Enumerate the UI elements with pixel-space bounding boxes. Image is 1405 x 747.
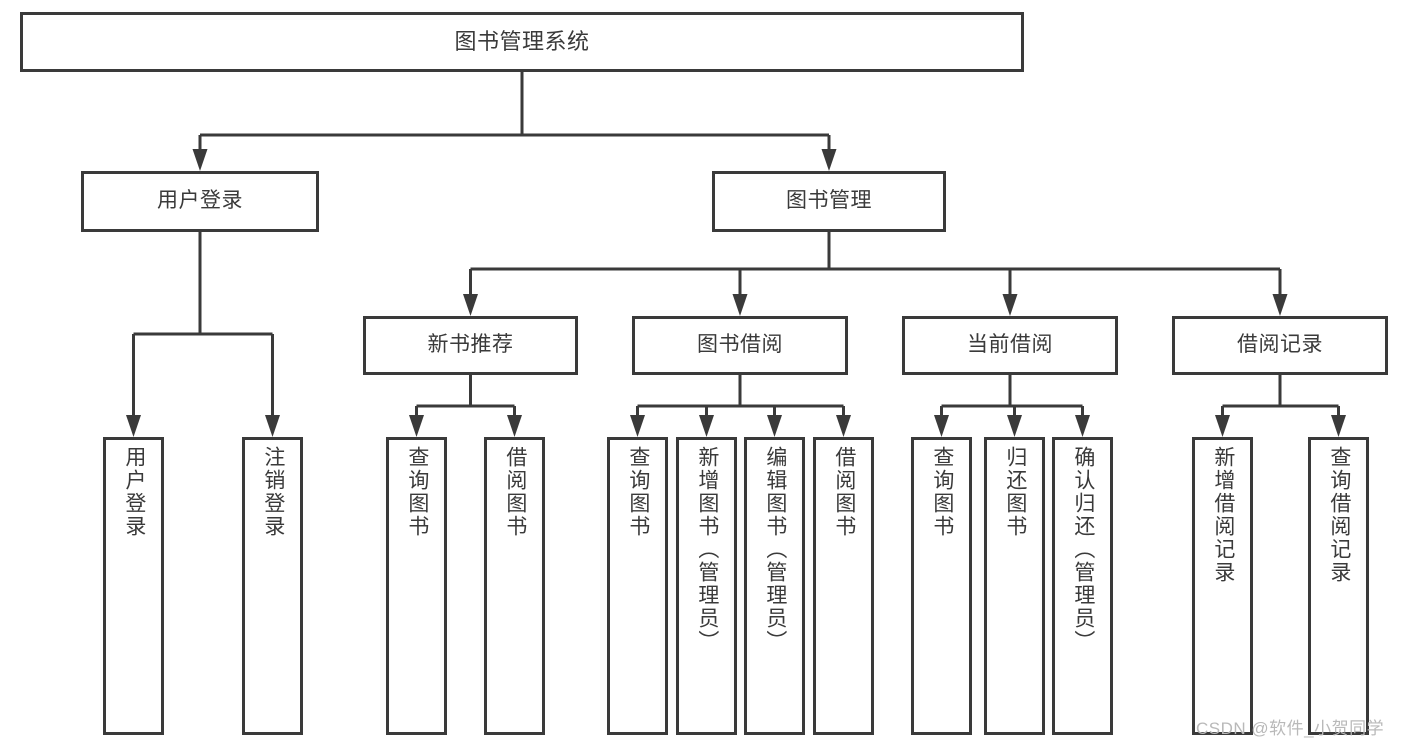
node-label-root: 图书管理系统	[454, 29, 590, 55]
node-leaf-add-book[interactable]: 新增图书（管理员）	[676, 437, 737, 735]
node-borrow-record[interactable]: 借阅记录	[1172, 316, 1388, 375]
node-new-book-rec[interactable]: 新书推荐	[363, 316, 578, 375]
arrowhead-icon-leaf-user-logout	[265, 415, 280, 437]
arrowhead-icon-leaf-borrow-book-1	[507, 415, 522, 437]
node-label-leaf-return-book: 归还图书	[1003, 446, 1027, 538]
node-leaf-query-book-1[interactable]: 查询图书	[386, 437, 447, 735]
node-label-current-borrow: 当前借阅	[967, 333, 1053, 357]
node-book-manage[interactable]: 图书管理	[712, 171, 946, 232]
node-label-leaf-query-book-1: 查询图书	[405, 446, 429, 538]
node-label-leaf-borrow-book-1: 借阅图书	[503, 446, 527, 538]
arrowhead-icon-user-login	[192, 149, 208, 171]
node-label-user-login: 用户登录	[157, 189, 243, 213]
node-label-book-borrow: 图书借阅	[697, 333, 783, 357]
node-label-leaf-borrow-book-2: 借阅图书	[832, 446, 856, 538]
node-leaf-edit-book[interactable]: 编辑图书（管理员）	[744, 437, 805, 735]
node-leaf-return-book[interactable]: 归还图书	[984, 437, 1045, 735]
arrowhead-icon-leaf-query-record	[1331, 415, 1346, 437]
arrowhead-icon-current-borrow	[1002, 294, 1018, 316]
node-leaf-confirm-return[interactable]: 确认归还（管理员）	[1052, 437, 1113, 735]
watermark-text: CSDN @软件_小贺同学	[1196, 719, 1385, 738]
node-label-book-manage: 图书管理	[786, 189, 872, 213]
arrowhead-icon-leaf-return-book	[1007, 415, 1022, 437]
arrowhead-icon-leaf-query-book-2	[630, 415, 645, 437]
node-book-borrow[interactable]: 图书借阅	[632, 316, 848, 375]
node-label-borrow-record: 借阅记录	[1237, 333, 1323, 357]
node-label-leaf-confirm-return: 确认归还（管理员）	[1071, 446, 1095, 653]
node-user-login[interactable]: 用户登录	[81, 171, 319, 232]
arrowhead-icon-leaf-edit-book	[767, 415, 782, 437]
arrowhead-icon-book-borrow	[732, 294, 748, 316]
arrowhead-icon-book-manage	[821, 149, 837, 171]
node-leaf-query-book-3[interactable]: 查询图书	[911, 437, 972, 735]
arrowhead-icon-leaf-add-book	[699, 415, 714, 437]
node-label-new-book-rec: 新书推荐	[427, 333, 514, 357]
arrowhead-icon-leaf-query-book-1	[409, 415, 424, 437]
node-label-leaf-add-record: 新增借阅记录	[1211, 446, 1235, 584]
node-current-borrow[interactable]: 当前借阅	[902, 316, 1118, 375]
node-label-leaf-user-logout: 注销登录	[261, 446, 285, 538]
node-label-leaf-query-book-3: 查询图书	[930, 446, 954, 538]
node-root[interactable]: 图书管理系统	[20, 12, 1024, 72]
node-leaf-query-record[interactable]: 查询借阅记录	[1308, 437, 1369, 735]
node-leaf-query-book-2[interactable]: 查询图书	[607, 437, 668, 735]
arrowhead-icon-leaf-user-login	[126, 415, 141, 437]
node-leaf-borrow-book-2[interactable]: 借阅图书	[813, 437, 874, 735]
node-label-leaf-query-book-2: 查询图书	[626, 446, 650, 538]
node-label-leaf-edit-book: 编辑图书（管理员）	[763, 446, 787, 653]
node-label-leaf-user-login: 用户登录	[122, 446, 146, 538]
arrowhead-icon-leaf-query-book-3	[934, 415, 949, 437]
node-leaf-user-logout[interactable]: 注销登录	[242, 437, 303, 735]
arrowhead-icon-leaf-add-record	[1215, 415, 1230, 437]
node-label-leaf-add-book: 新增图书（管理员）	[695, 446, 719, 653]
arrowhead-icon-leaf-confirm-return	[1075, 415, 1090, 437]
arrowhead-icon-new-book-rec	[463, 294, 478, 316]
arrowhead-icon-borrow-record	[1272, 294, 1288, 316]
node-label-leaf-query-record: 查询借阅记录	[1327, 446, 1351, 584]
node-leaf-add-record[interactable]: 新增借阅记录	[1192, 437, 1253, 735]
node-leaf-user-login[interactable]: 用户登录	[103, 437, 164, 735]
arrowhead-icon-leaf-borrow-book-2	[836, 415, 851, 437]
node-leaf-borrow-book-1[interactable]: 借阅图书	[484, 437, 545, 735]
